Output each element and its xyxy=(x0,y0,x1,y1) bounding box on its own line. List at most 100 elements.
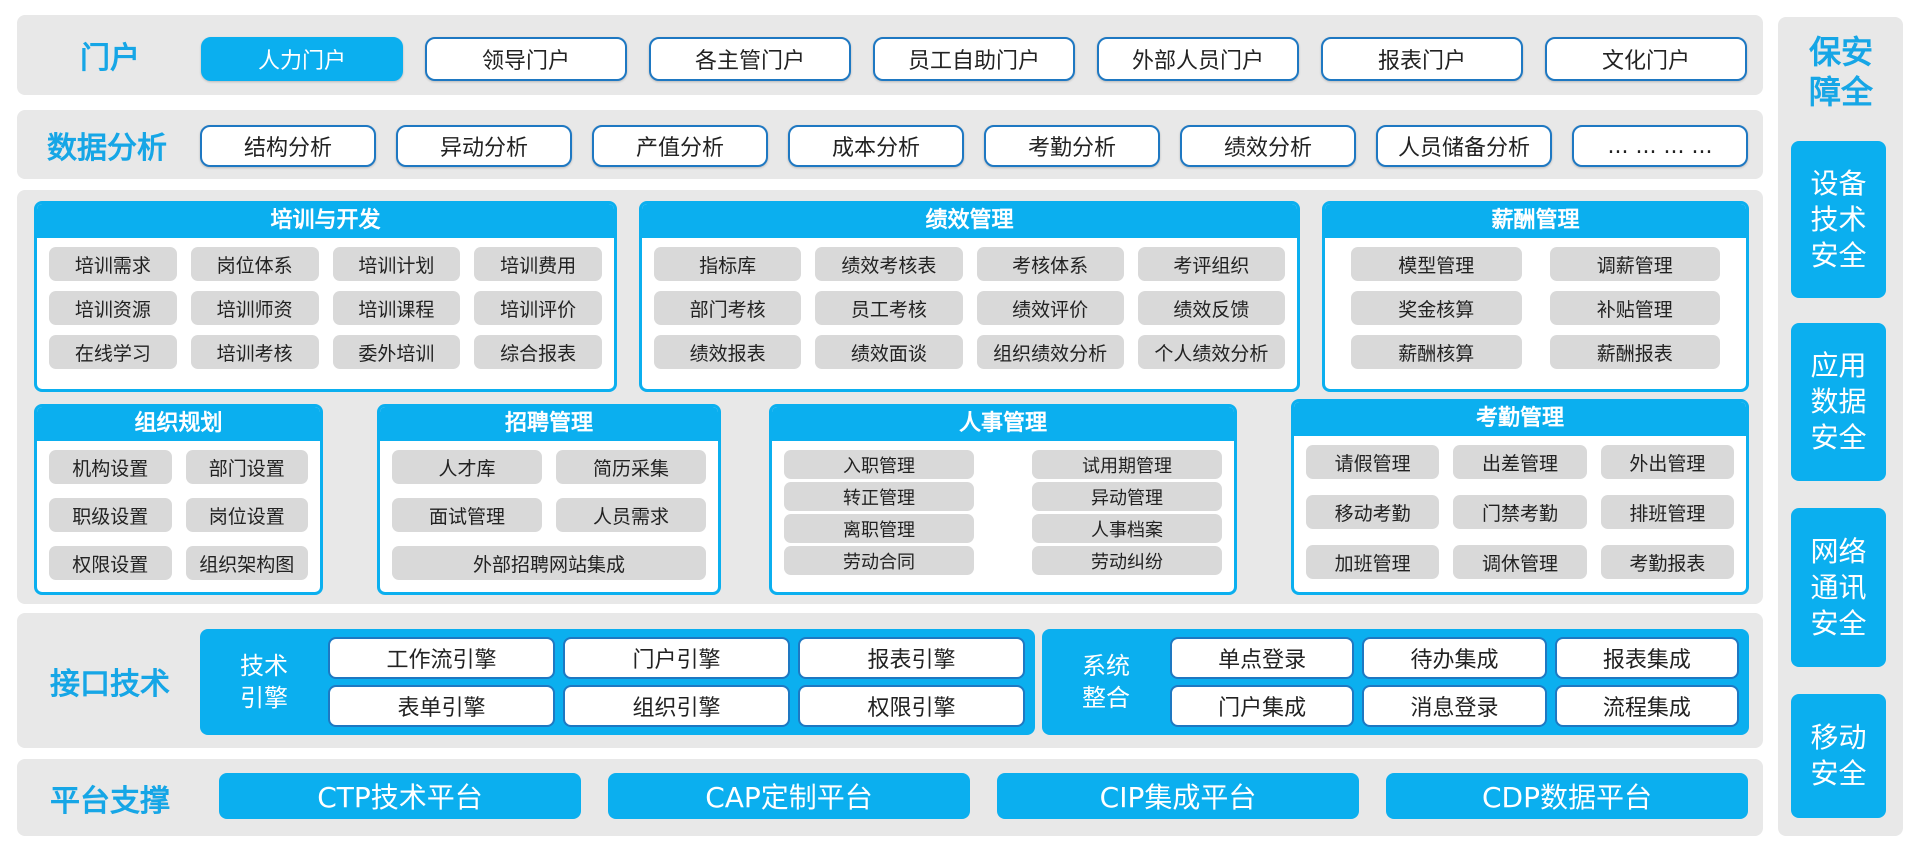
interface-item[interactable]: 组织引擎 xyxy=(563,685,790,727)
module-item[interactable]: 培训需求 xyxy=(49,247,177,281)
module-item[interactable]: 人员需求 xyxy=(556,498,706,532)
module-item[interactable]: 个人绩效分析 xyxy=(1137,335,1285,369)
module-item[interactable]: 异动管理 xyxy=(1032,482,1222,511)
module-item[interactable]: 出差管理 xyxy=(1453,445,1587,479)
analysis-button[interactable]: 绩效分析 xyxy=(1180,125,1356,167)
module-item[interactable]: 外出管理 xyxy=(1600,445,1734,479)
analysis-button[interactable]: ... ... ... ... xyxy=(1572,125,1748,167)
security-item[interactable]: 网络通讯安全 xyxy=(1791,508,1886,667)
module-item[interactable]: 门禁考勤 xyxy=(1453,495,1587,529)
module-item[interactable]: 综合报表 xyxy=(474,335,602,369)
module-item[interactable]: 权限设置 xyxy=(49,546,172,580)
module-item[interactable]: 外部招聘网站集成 xyxy=(392,546,706,580)
module-item[interactable]: 岗位体系 xyxy=(190,247,319,281)
module-item[interactable]: 薪酬核算 xyxy=(1351,335,1522,369)
module-item[interactable]: 离职管理 xyxy=(784,514,974,543)
module-item[interactable]: 员工考核 xyxy=(815,291,963,325)
module-item[interactable]: 绩效评价 xyxy=(976,291,1124,325)
module-item[interactable]: 转正管理 xyxy=(784,482,974,511)
analysis-button[interactable]: 结构分析 xyxy=(200,125,376,167)
module-item[interactable]: 培训课程 xyxy=(332,291,461,325)
module-items: 入职管理 试用期管理转正管理 异动管理离职管理 人事档案劳动合同 劳动纠纷 xyxy=(772,441,1234,584)
module-item[interactable]: 培训资源 xyxy=(49,291,177,325)
security-item[interactable]: 移动安全 xyxy=(1791,694,1886,818)
portal-button[interactable]: 人力门户 xyxy=(201,37,403,81)
interface-item[interactable]: 流程集成 xyxy=(1554,685,1739,727)
portal-button[interactable]: 各主管门户 xyxy=(649,37,851,81)
interface-item[interactable]: 门户集成 xyxy=(1170,685,1355,727)
module-item[interactable]: 培训费用 xyxy=(474,247,602,281)
interface-item[interactable]: 消息登录 xyxy=(1362,685,1547,727)
interface-item[interactable]: 报表引擎 xyxy=(798,637,1025,679)
platform-button[interactable]: CDP数据平台 xyxy=(1386,773,1748,819)
analysis-button[interactable]: 考勤分析 xyxy=(984,125,1160,167)
module-item[interactable]: 面试管理 xyxy=(392,498,542,532)
module-item[interactable]: 委外培训 xyxy=(332,335,461,369)
module-item[interactable]: 劳动纠纷 xyxy=(1032,546,1222,575)
module-item[interactable]: 奖金核算 xyxy=(1351,291,1522,325)
interface-item[interactable]: 权限引擎 xyxy=(798,685,1025,727)
module-item[interactable]: 职级设置 xyxy=(49,498,172,532)
module-item[interactable]: 人才库 xyxy=(392,450,542,484)
module-item[interactable]: 绩效反馈 xyxy=(1137,291,1285,325)
portal-button[interactable]: 文化门户 xyxy=(1545,37,1747,81)
module-item[interactable]: 部门设置 xyxy=(185,450,308,484)
module-item[interactable]: 模型管理 xyxy=(1351,247,1522,281)
module-item[interactable]: 组织绩效分析 xyxy=(976,335,1124,369)
module-item[interactable]: 简历采集 xyxy=(556,450,706,484)
analysis-button[interactable]: 异动分析 xyxy=(396,125,572,167)
module-item[interactable]: 试用期管理 xyxy=(1032,450,1222,479)
module-item[interactable]: 培训考核 xyxy=(190,335,319,369)
security-item[interactable]: 应用数据安全 xyxy=(1791,323,1886,481)
interface-item[interactable]: 门户引擎 xyxy=(563,637,790,679)
module-item[interactable]: 岗位设置 xyxy=(185,498,308,532)
module-item[interactable]: 考核体系 xyxy=(976,247,1124,281)
module-item[interactable]: 组织架构图 xyxy=(185,546,308,580)
module-item[interactable]: 在线学习 xyxy=(49,335,177,369)
interface-item[interactable]: 待办集成 xyxy=(1362,637,1547,679)
module-item[interactable]: 绩效考核表 xyxy=(815,247,963,281)
interface-panel: 系统整合单点登录待办集成报表集成门户集成消息登录流程集成 xyxy=(1042,629,1749,735)
portal-button[interactable]: 报表门户 xyxy=(1321,37,1523,81)
platform-button[interactable]: CTP技术平台 xyxy=(219,773,581,819)
module-item[interactable]: 劳动合同 xyxy=(784,546,974,575)
module-item[interactable]: 补贴管理 xyxy=(1549,291,1720,325)
module-item[interactable]: 排班管理 xyxy=(1600,495,1734,529)
module-item[interactable]: 加班管理 xyxy=(1306,545,1440,579)
interface-item[interactable]: 报表集成 xyxy=(1554,637,1739,679)
portal-button[interactable]: 员工自助门户 xyxy=(873,37,1075,81)
module-item[interactable]: 考勤报表 xyxy=(1600,545,1734,579)
module-item[interactable]: 部门考核 xyxy=(654,291,802,325)
interface-item[interactable]: 单点登录 xyxy=(1170,637,1355,679)
module-item[interactable]: 调休管理 xyxy=(1453,545,1587,579)
module-item[interactable]: 指标库 xyxy=(654,247,802,281)
analysis-button[interactable]: 产值分析 xyxy=(592,125,768,167)
module-item[interactable]: 入职管理 xyxy=(784,450,974,479)
module-item[interactable]: 机构设置 xyxy=(49,450,172,484)
module-item[interactable]: 人事档案 xyxy=(1032,514,1222,543)
interface-item[interactable]: 表单引擎 xyxy=(328,685,555,727)
module-item[interactable]: 考评组织 xyxy=(1137,247,1285,281)
interface-item[interactable]: 工作流引擎 xyxy=(328,637,555,679)
portal-button[interactable]: 外部人员门户 xyxy=(1097,37,1299,81)
portal-label: 门户 xyxy=(80,41,140,76)
security-item[interactable]: 设备技术安全 xyxy=(1791,141,1886,298)
module-item[interactable]: 培训评价 xyxy=(474,291,602,325)
module-item[interactable]: 调薪管理 xyxy=(1549,247,1720,281)
interface-panel: 技术引擎工作流引擎门户引擎报表引擎表单引擎组织引擎权限引擎 xyxy=(200,629,1035,735)
module-title: 薪酬管理 xyxy=(1325,204,1746,238)
module-item[interactable]: 培训计划 xyxy=(332,247,461,281)
platform-label: 平台支撑 xyxy=(50,783,170,819)
platform-button[interactable]: CIP集成平台 xyxy=(997,773,1359,819)
analysis-button[interactable]: 成本分析 xyxy=(788,125,964,167)
module-item[interactable]: 培训师资 xyxy=(190,291,319,325)
module-item[interactable]: 请假管理 xyxy=(1306,445,1440,479)
module-item[interactable]: 绩效报表 xyxy=(654,335,802,369)
module-title: 绩效管理 xyxy=(642,204,1297,238)
analysis-button[interactable]: 人员储备分析 xyxy=(1376,125,1552,167)
module-item[interactable]: 绩效面谈 xyxy=(815,335,963,369)
module-item[interactable]: 移动考勤 xyxy=(1306,495,1440,529)
module-item[interactable]: 薪酬报表 xyxy=(1549,335,1720,369)
platform-button[interactable]: CAP定制平台 xyxy=(608,773,970,819)
portal-button[interactable]: 领导门户 xyxy=(425,37,627,81)
